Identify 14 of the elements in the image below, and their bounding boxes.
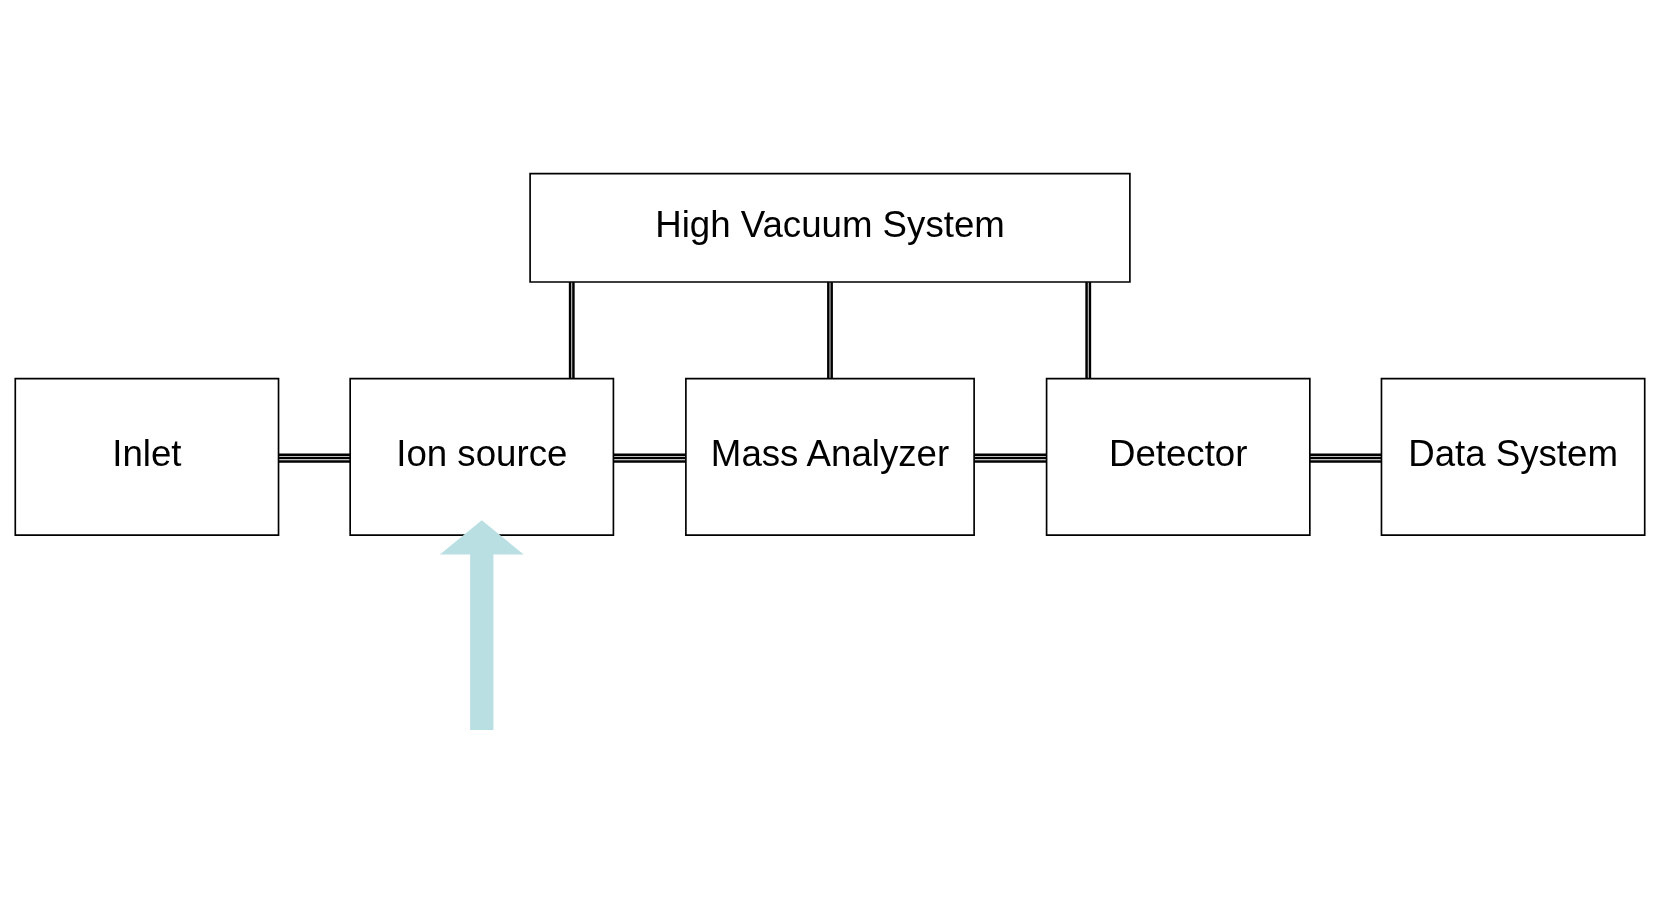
arrow (439, 519, 524, 730)
node-box: High Vacuum System (529, 172, 1131, 283)
node-box: Data System (1380, 377, 1646, 536)
connector (613, 453, 686, 463)
connector (1085, 281, 1092, 378)
node-box: Detector (1045, 377, 1311, 536)
connector (278, 453, 351, 463)
node-box: Ion source (349, 377, 615, 536)
node-box: Inlet (14, 377, 280, 536)
connector (974, 453, 1047, 463)
connector (568, 281, 575, 378)
connector (1310, 453, 1382, 463)
connector (827, 281, 833, 378)
node-box: Mass Analyzer (685, 377, 975, 536)
